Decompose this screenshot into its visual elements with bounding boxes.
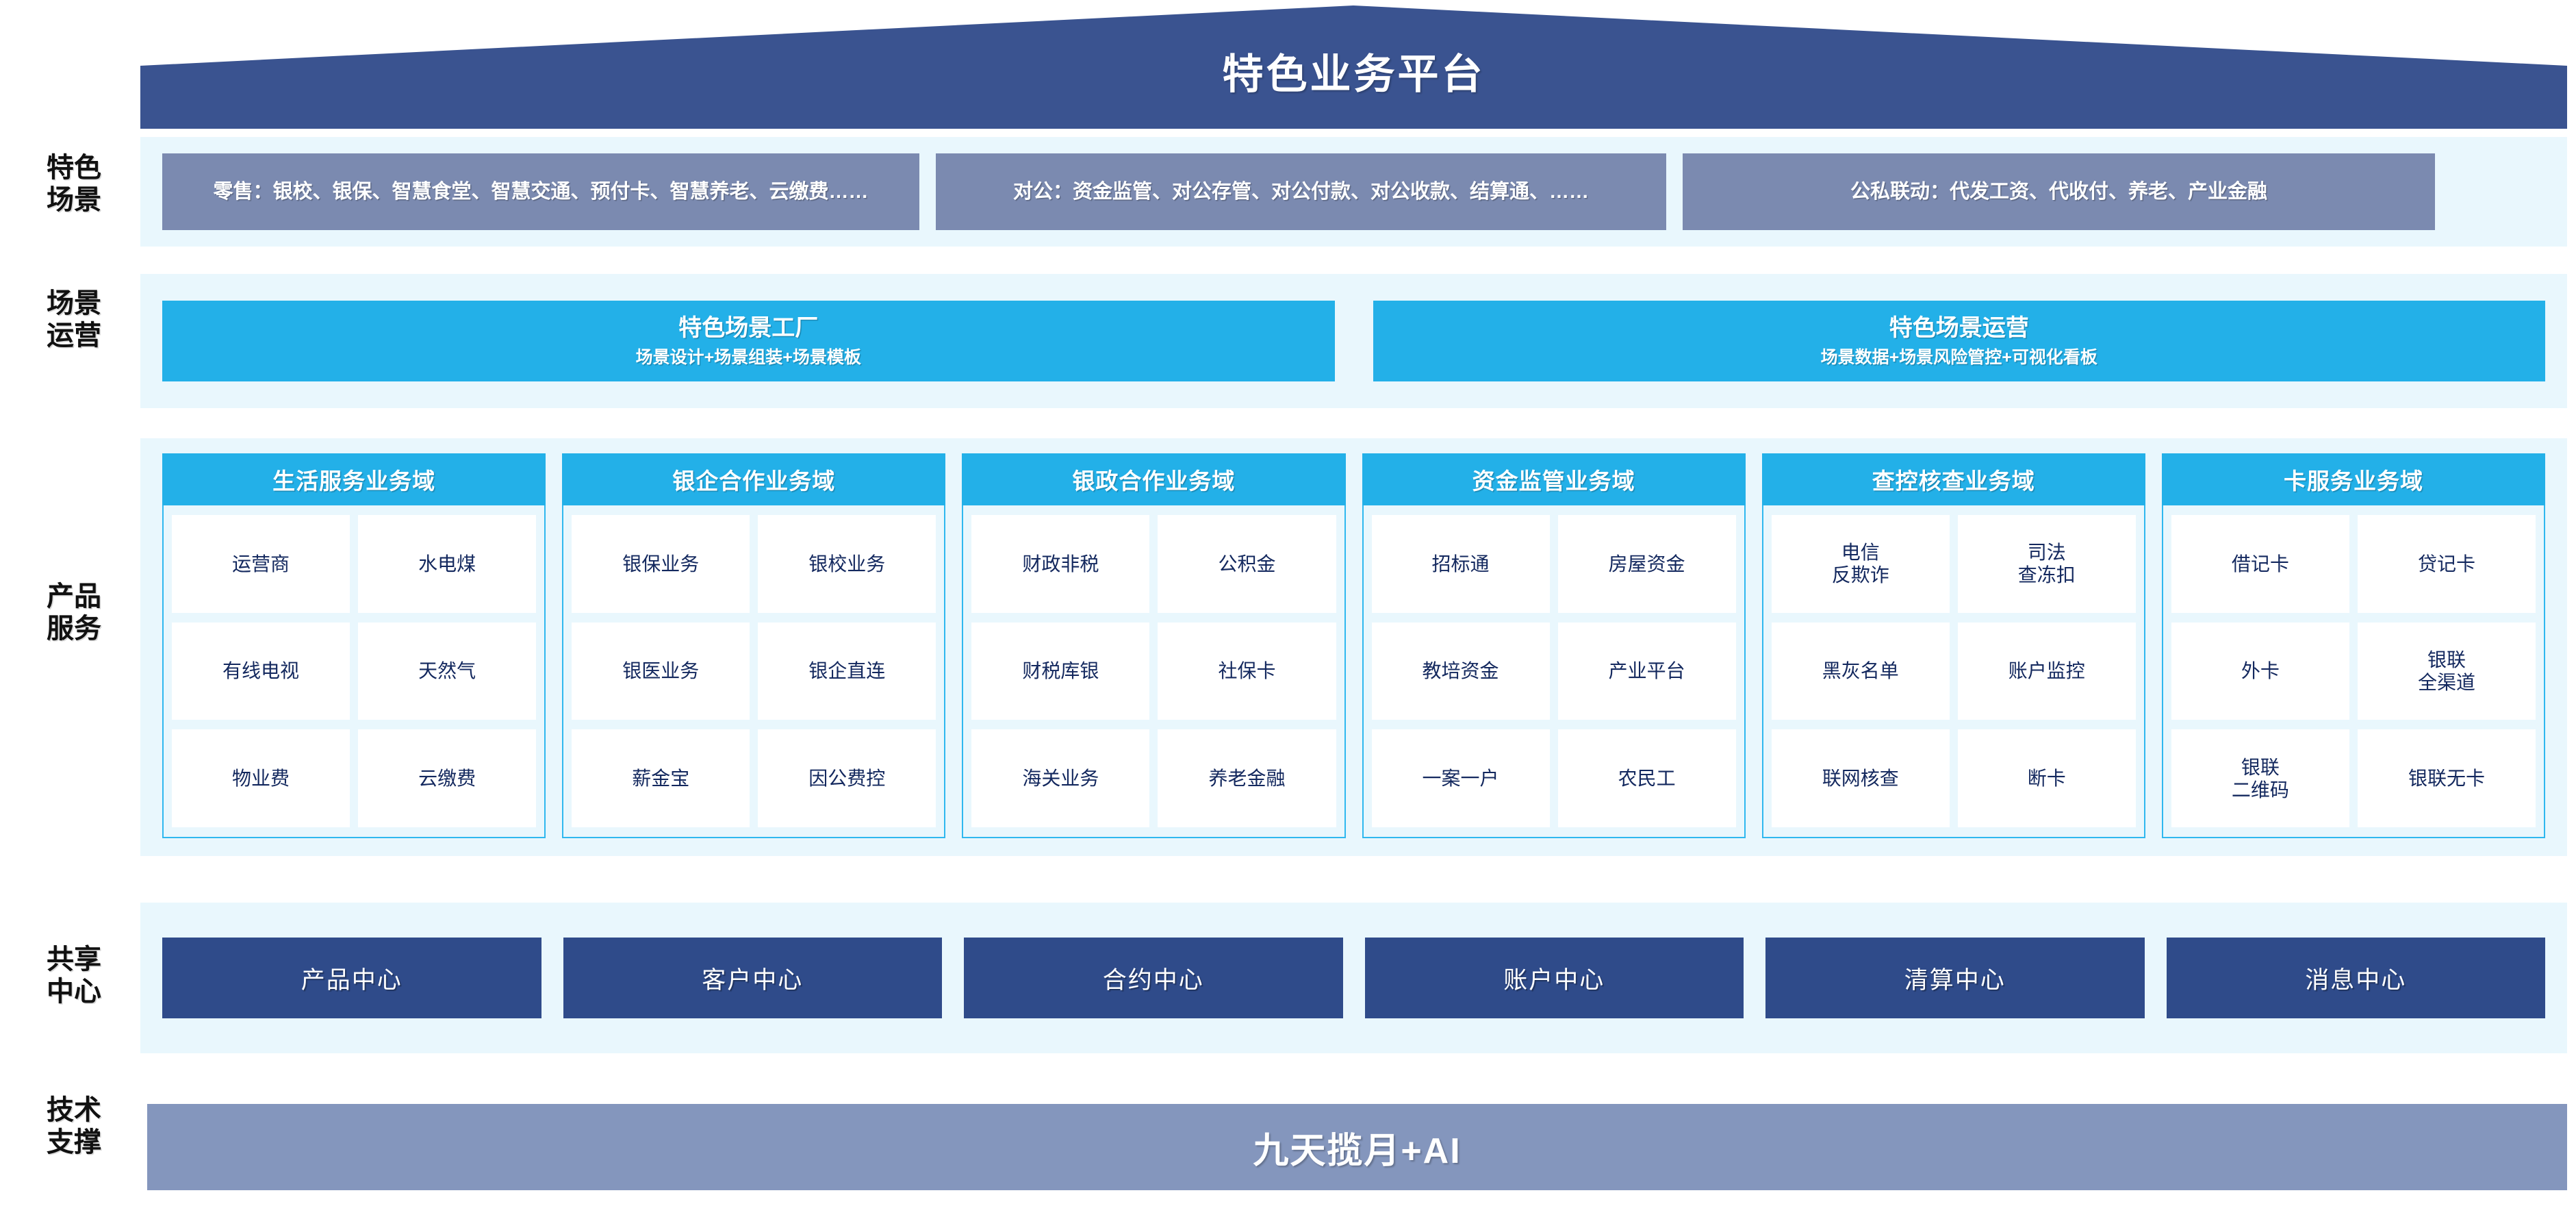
shared-center-account[interactable]: 账户中心 bbox=[1364, 938, 1744, 1018]
tile[interactable]: 养老金融 bbox=[1158, 729, 1336, 827]
tile[interactable]: 物业费 bbox=[172, 729, 350, 827]
domain-bank-government-title: 银政合作业务域 bbox=[962, 453, 1346, 505]
domain-life-service[interactable]: 生活服务业务域 运营商 水电煤 有线电视 天然气 物业费 云缴费 bbox=[162, 453, 546, 838]
operation-box-factory[interactable]: 特色场景工厂 场景设计+场景组装+场景模板 bbox=[162, 301, 1335, 381]
tile[interactable]: 借记卡 bbox=[2171, 515, 2349, 613]
domain-card-service-items: 借记卡 贷记卡 外卡 银联全渠道 银联二维码 银联无卡 bbox=[2161, 505, 2546, 838]
tile[interactable]: 因公费控 bbox=[758, 729, 936, 827]
tile[interactable]: 教培资金 bbox=[1371, 622, 1550, 720]
page-title: 特色业务平台 bbox=[1222, 51, 1485, 97]
tile[interactable]: 断卡 bbox=[1957, 729, 2136, 827]
tile[interactable]: 公积金 bbox=[1158, 515, 1336, 613]
tile[interactable]: 水电煤 bbox=[358, 515, 537, 613]
tile[interactable]: 财税库银 bbox=[971, 622, 1150, 720]
tile[interactable]: 产业平台 bbox=[1557, 622, 1736, 720]
scene-box-corporate[interactable]: 对公：资金监管、对公存管、对公付款、对公收款、结算通、…… bbox=[936, 153, 1666, 230]
operation-operating-title: 特色场景运营 bbox=[1889, 314, 2029, 341]
tile[interactable]: 外卡 bbox=[2171, 622, 2349, 720]
product-service-panel: 生活服务业务域 运营商 水电煤 有线电视 天然气 物业费 云缴费 银企合作业务域… bbox=[140, 438, 2567, 856]
tile[interactable]: 薪金宝 bbox=[572, 729, 750, 827]
tile[interactable]: 农民工 bbox=[1557, 729, 1736, 827]
rail-label-product: 产品 服务 bbox=[12, 581, 136, 645]
domain-life-service-title: 生活服务业务域 bbox=[162, 453, 546, 505]
operation-box-operating[interactable]: 特色场景运营 场景数据+场景风险管控+可视化看板 bbox=[1373, 301, 2545, 381]
tile[interactable]: 电信反欺诈 bbox=[1771, 515, 1950, 613]
domain-bank-enterprise[interactable]: 银企合作业务域 银保业务 银校业务 银医业务 银企直连 薪金宝 因公费控 bbox=[562, 453, 946, 838]
operation-factory-subtitle: 场景设计+场景组装+场景模板 bbox=[635, 348, 861, 368]
tile[interactable]: 有线电视 bbox=[172, 622, 350, 720]
rail-label-scene: 特色 场景 bbox=[12, 152, 136, 216]
rail-label-scene-line2: 场景 bbox=[47, 185, 101, 216]
tile[interactable]: 银联二维码 bbox=[2171, 729, 2349, 827]
tile[interactable]: 银保业务 bbox=[572, 515, 750, 613]
shared-center-product[interactable]: 产品中心 bbox=[162, 938, 541, 1018]
domain-bank-enterprise-title: 银企合作业务域 bbox=[562, 453, 946, 505]
tile[interactable]: 运营商 bbox=[172, 515, 350, 613]
platform-header: 特色业务平台 bbox=[140, 5, 2567, 129]
rail-label-operation: 场景 运营 bbox=[12, 288, 136, 352]
domain-bank-government[interactable]: 银政合作业务域 财政非税 公积金 财税库银 社保卡 海关业务 养老金融 bbox=[962, 453, 1346, 838]
tile[interactable]: 房屋资金 bbox=[1557, 515, 1736, 613]
domain-fund-supervision-items: 招标通 房屋资金 教培资金 产业平台 一案一户 农民工 bbox=[1362, 505, 1746, 838]
tile[interactable]: 银联全渠道 bbox=[2357, 622, 2536, 720]
tile[interactable]: 云缴费 bbox=[358, 729, 537, 827]
tile[interactable]: 海关业务 bbox=[971, 729, 1150, 827]
tile[interactable]: 司法查冻扣 bbox=[1957, 515, 2136, 613]
shared-center-panel: 产品中心 客户中心 合约中心 账户中心 清算中心 消息中心 bbox=[140, 903, 2567, 1053]
rail-label-product-line1: 产品 bbox=[47, 581, 101, 612]
operation-operating-subtitle: 场景数据+场景风险管控+可视化看板 bbox=[1820, 348, 2097, 368]
domain-card-service[interactable]: 卡服务业务域 借记卡 贷记卡 外卡 银联全渠道 银联二维码 银联无卡 bbox=[2161, 453, 2546, 838]
tile[interactable]: 黑灰名单 bbox=[1771, 622, 1950, 720]
shared-center-message[interactable]: 消息中心 bbox=[2166, 938, 2545, 1018]
tile[interactable]: 财政非税 bbox=[971, 515, 1150, 613]
domain-investigation-control[interactable]: 查控核查业务域 电信反欺诈 司法查冻扣 黑灰名单 账户监控 联网核查 断卡 bbox=[1761, 453, 2145, 838]
rail-label-tech-line2: 支撑 bbox=[47, 1127, 101, 1158]
rail-label-operation-line1: 场景 bbox=[47, 288, 101, 318]
tile[interactable]: 银医业务 bbox=[572, 622, 750, 720]
rail-label-shared-line1: 共享 bbox=[47, 944, 101, 975]
rail-label-shared-line2: 中心 bbox=[47, 977, 101, 1007]
domain-card-service-title: 卡服务业务域 bbox=[2161, 453, 2546, 505]
domain-fund-supervision[interactable]: 资金监管业务域 招标通 房屋资金 教培资金 产业平台 一案一户 农民工 bbox=[1362, 453, 1746, 838]
domain-fund-supervision-title: 资金监管业务域 bbox=[1362, 453, 1746, 505]
tile[interactable]: 账户监控 bbox=[1957, 622, 2136, 720]
tile[interactable]: 银企直连 bbox=[758, 622, 936, 720]
domain-bank-enterprise-items: 银保业务 银校业务 银医业务 银企直连 薪金宝 因公费控 bbox=[562, 505, 946, 838]
tile[interactable]: 天然气 bbox=[358, 622, 537, 720]
tile[interactable]: 社保卡 bbox=[1158, 622, 1336, 720]
rail-label-tech: 技术 支撑 bbox=[12, 1094, 136, 1159]
rail-label-tech-line1: 技术 bbox=[47, 1095, 101, 1125]
scene-box-retail[interactable]: 零售：银校、银保、智慧食堂、智慧交通、预付卡、智慧养老、云缴费…… bbox=[162, 153, 919, 230]
rail-label-product-line2: 服务 bbox=[47, 614, 101, 644]
roof-shape bbox=[140, 5, 2567, 129]
operation-factory-title: 特色场景工厂 bbox=[678, 314, 819, 341]
domain-bank-government-items: 财政非税 公积金 财税库银 社保卡 海关业务 养老金融 bbox=[962, 505, 1346, 838]
tile[interactable]: 银联无卡 bbox=[2357, 729, 2536, 827]
tile[interactable]: 贷记卡 bbox=[2357, 515, 2536, 613]
domain-life-service-items: 运营商 水电煤 有线电视 天然气 物业费 云缴费 bbox=[162, 505, 546, 838]
tile[interactable]: 一案一户 bbox=[1371, 729, 1550, 827]
shared-center-settlement[interactable]: 清算中心 bbox=[1765, 938, 2145, 1018]
tile[interactable]: 联网核查 bbox=[1771, 729, 1950, 827]
scene-panel: 零售：银校、银保、智慧食堂、智慧交通、预付卡、智慧养老、云缴费…… 对公：资金监… bbox=[140, 137, 2567, 247]
domain-investigation-control-items: 电信反欺诈 司法查冻扣 黑灰名单 账户监控 联网核查 断卡 bbox=[1761, 505, 2145, 838]
tile[interactable]: 银校业务 bbox=[758, 515, 936, 613]
rail-label-operation-line2: 运营 bbox=[47, 320, 101, 351]
shared-center-customer[interactable]: 客户中心 bbox=[563, 938, 942, 1018]
shared-center-contract[interactable]: 合约中心 bbox=[964, 938, 1343, 1018]
operation-panel: 特色场景工厂 场景设计+场景组装+场景模板 特色场景运营 场景数据+场景风险管控… bbox=[140, 274, 2567, 408]
rail-label-scene-line1: 特色 bbox=[47, 153, 101, 183]
domain-investigation-control-title: 查控核查业务域 bbox=[1761, 453, 2145, 505]
scene-box-public-private[interactable]: 公私联动：代发工资、代收付、养老、产业金融 bbox=[1683, 153, 2435, 230]
rail-label-shared: 共享 中心 bbox=[12, 944, 136, 1008]
tile[interactable]: 招标通 bbox=[1371, 515, 1550, 613]
tech-support-bar[interactable]: 九天揽月+AI bbox=[147, 1104, 2567, 1190]
